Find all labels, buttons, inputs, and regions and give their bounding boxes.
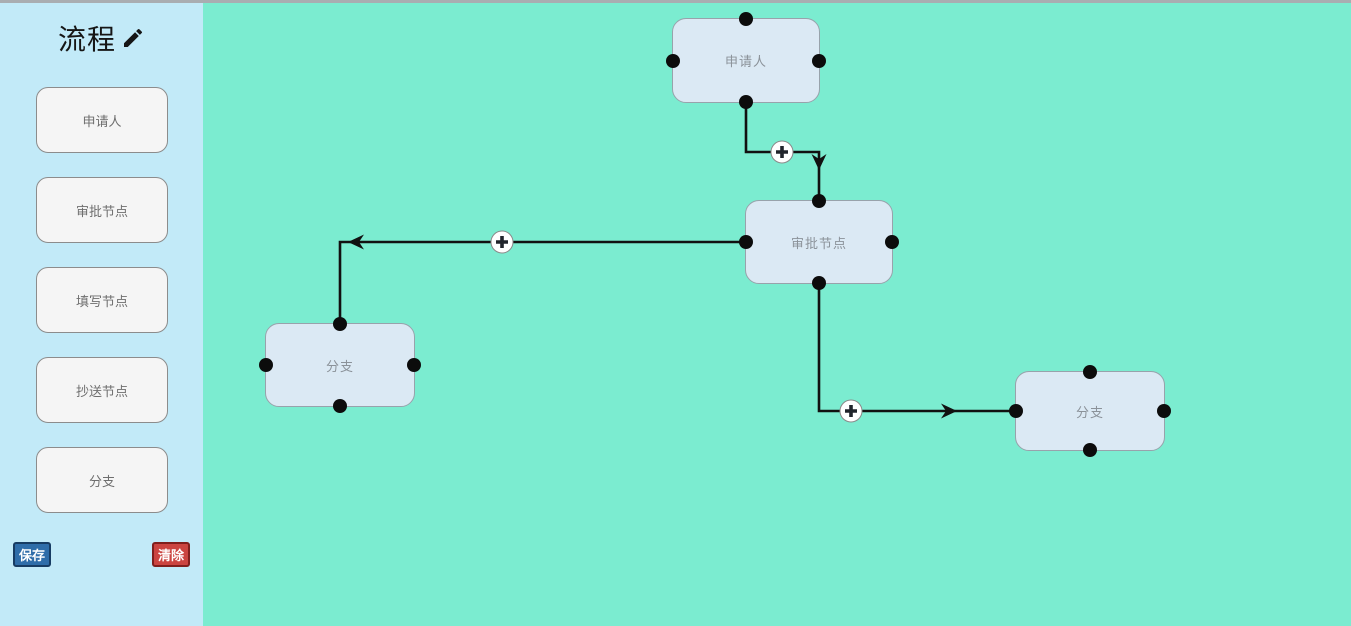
edge-arrow-icon: [941, 403, 957, 419]
anchor-dot-left[interactable]: [259, 358, 273, 372]
flow-node-label: 审批节点: [790, 235, 847, 251]
anchor-dot-left[interactable]: [739, 235, 753, 249]
palette-item-label: 审批节点: [75, 203, 128, 219]
anchor-dot-bottom[interactable]: [333, 399, 347, 413]
edit-pencil-icon[interactable]: [121, 26, 145, 50]
flow-canvas[interactable]: [203, 3, 1351, 626]
add-node-plus-icon[interactable]: [770, 140, 794, 164]
add-node-plus-icon[interactable]: [490, 230, 514, 254]
flow-node[interactable]: 分支: [259, 317, 421, 413]
anchor-dot-right[interactable]: [407, 358, 421, 372]
anchor-dot-bottom[interactable]: [739, 95, 753, 109]
clear-button[interactable]: 清除: [152, 542, 190, 567]
save-button[interactable]: 保存: [13, 542, 51, 567]
page-title: 流程: [57, 24, 116, 55]
flow-node[interactable]: 分支: [1009, 365, 1171, 457]
sidebar-title-row: 流程: [0, 18, 203, 58]
flow-node-label: 申请人: [724, 54, 767, 69]
flow-node[interactable]: 申请人: [666, 12, 826, 109]
anchor-dot-right[interactable]: [885, 235, 899, 249]
anchor-dot-left[interactable]: [666, 53, 680, 68]
palette-item-label: 抄送节点: [75, 383, 128, 399]
add-node-plus-icon[interactable]: [839, 399, 863, 423]
palette-item[interactable]: 填写节点: [36, 267, 168, 333]
palette-item[interactable]: 申请人: [36, 87, 168, 153]
anchor-dot-top[interactable]: [1083, 365, 1097, 379]
edge-path[interactable]: [338, 240, 745, 323]
anchor-dot-top[interactable]: [812, 194, 826, 208]
palette-item[interactable]: 审批节点: [36, 177, 168, 243]
flow-node-label: 分支: [325, 358, 354, 374]
palette-item-label: 填写节点: [75, 293, 128, 309]
anchor-dot-top[interactable]: [739, 12, 753, 26]
anchor-dot-right[interactable]: [812, 53, 826, 68]
palette-sidebar: 流程 申请人审批节点填写节点抄送节点分支 保存 清除: [0, 3, 203, 626]
palette-item-label: 分支: [88, 473, 115, 489]
anchor-dot-bottom[interactable]: [812, 276, 826, 290]
flow-node-label: 分支: [1075, 404, 1104, 420]
anchor-dot-right[interactable]: [1157, 404, 1171, 418]
anchor-dot-top[interactable]: [333, 317, 347, 331]
top-border-strip: [0, 0, 1351, 3]
anchor-dot-bottom[interactable]: [1083, 443, 1097, 457]
anchor-dot-left[interactable]: [1009, 404, 1023, 418]
palette-item[interactable]: 分支: [36, 447, 168, 513]
edge-arrow-icon: [348, 234, 364, 250]
edge-arrow-icon: [811, 154, 827, 170]
palette-item[interactable]: 抄送节点: [36, 357, 168, 423]
flow-node[interactable]: 审批节点: [739, 194, 899, 290]
palette-item-label: 申请人: [82, 113, 122, 129]
